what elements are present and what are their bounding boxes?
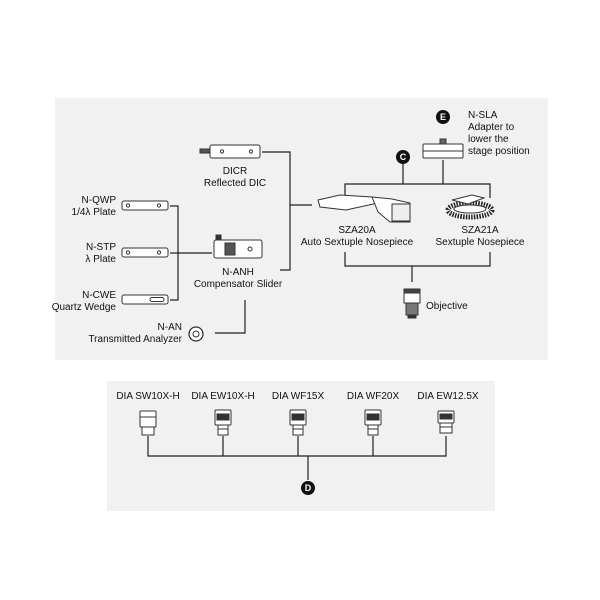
sza21a-nosepiece-drawing xyxy=(445,194,495,220)
eyepiece-ew12-5x-drawing xyxy=(437,410,455,434)
objective-label: Objective xyxy=(426,301,468,312)
n-an-label: N-AN Transmitted Analyzer xyxy=(60,322,182,346)
n-qwp-label: N-QWP 1/4λ Plate xyxy=(40,195,116,219)
n-an-desc: Transmitted Analyzer xyxy=(88,334,182,345)
dicr-label: DICR Reflected DIC xyxy=(190,166,280,190)
eyepiece-sw10x-drawing xyxy=(139,410,157,436)
dicr-code: DICR xyxy=(222,166,248,177)
eyepiece-label-3: DIA WF15X xyxy=(271,391,325,402)
n-anh-slider-drawing xyxy=(213,234,263,259)
n-cwe-code: N-CWE xyxy=(82,290,116,301)
n-stp-desc: λ Plate xyxy=(85,254,116,265)
n-qwp-code: N-QWP xyxy=(81,195,116,206)
n-anh-desc: Compensator Slider xyxy=(193,279,283,290)
sza21a-desc: Sextuple Nosepiece xyxy=(435,237,525,248)
sza20a-desc: Auto Sextuple Nosepiece xyxy=(300,237,414,248)
dicr-desc: Reflected DIC xyxy=(203,178,267,189)
n-an-ring-drawing xyxy=(188,326,204,342)
sza21a-label: SZA21A Sextuple Nosepiece xyxy=(430,225,530,249)
n-sla-desc-1: Adapter to xyxy=(468,122,515,133)
n-sla-desc-2: lower the xyxy=(468,134,509,145)
eyepiece-ew10x-drawing xyxy=(214,409,232,436)
eyepiece-wf20x-drawing xyxy=(364,409,382,436)
n-sla-label: N-SLA Adapter to lower the stage positio… xyxy=(468,110,530,158)
n-anh-code: N-ANH xyxy=(222,267,254,278)
sza20a-nosepiece-drawing xyxy=(317,194,411,223)
badge-c: C xyxy=(396,150,410,164)
n-sla-adapter-drawing xyxy=(422,138,464,159)
n-cwe-wedge-drawing xyxy=(121,294,169,305)
upper-panel xyxy=(55,98,548,360)
badge-d: D xyxy=(301,481,315,495)
connector-lines xyxy=(147,151,491,480)
n-anh-label: N-ANH Compensator Slider xyxy=(183,267,293,291)
n-cwe-desc: Quartz Wedge xyxy=(51,302,116,313)
n-stp-plate-drawing xyxy=(121,247,169,258)
eyepiece-label-2: DIA EW10X-H xyxy=(191,391,255,402)
dicr-slider-drawing xyxy=(199,144,261,159)
badge-e: E xyxy=(436,110,450,124)
eyepiece-label-1: DIA SW10X-H xyxy=(116,391,180,402)
n-sla-desc-3: stage position xyxy=(468,146,530,157)
n-sla-code: N-SLA xyxy=(468,110,498,121)
n-stp-code: N-STP xyxy=(86,242,116,253)
n-stp-label: N-STP λ Plate xyxy=(40,242,116,266)
sza21a-code: SZA21A xyxy=(461,225,499,236)
n-an-code: N-AN xyxy=(157,322,182,333)
sza20a-label: SZA20A Auto Sextuple Nosepiece xyxy=(297,225,417,249)
objective-drawing xyxy=(403,288,421,319)
eyepiece-label-5: DIA EW12.5X xyxy=(417,391,479,402)
eyepiece-label-4: DIA WF20X xyxy=(346,391,400,402)
n-qwp-plate-drawing xyxy=(121,200,169,211)
n-qwp-desc: 1/4λ Plate xyxy=(71,207,116,218)
sza20a-code: SZA20A xyxy=(338,225,376,236)
eyepiece-wf15x-drawing xyxy=(289,409,307,436)
n-cwe-label: N-CWE Quartz Wedge xyxy=(40,290,116,314)
